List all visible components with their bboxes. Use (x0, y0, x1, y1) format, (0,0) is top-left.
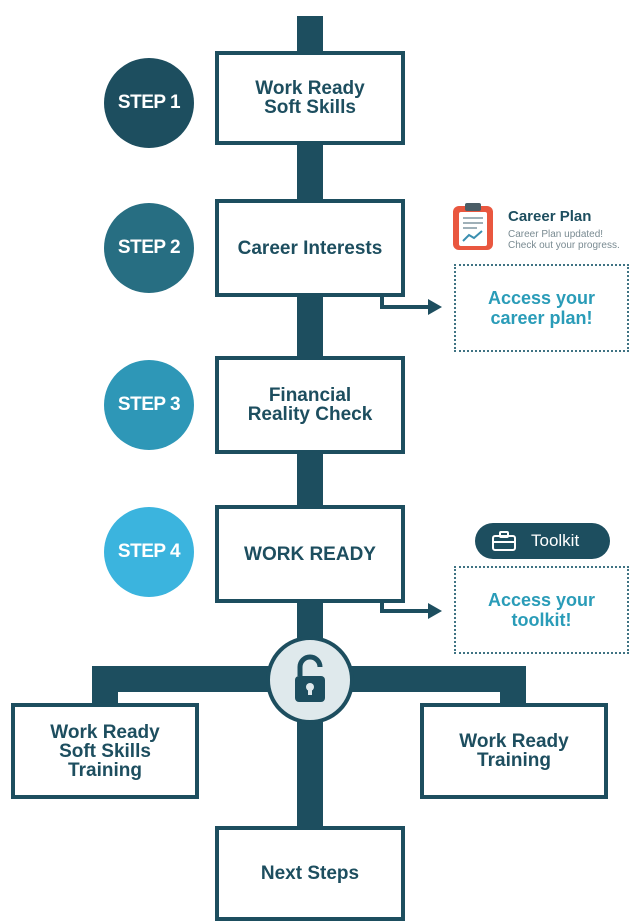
step-4-box: WORK READY (215, 505, 405, 603)
next-steps-box: Next Steps (215, 826, 405, 921)
step-1-box: Work Ready Soft Skills (215, 51, 405, 145)
step-2-box: Career Interests (215, 199, 405, 297)
career-plan-arrow (380, 294, 442, 315)
career-plan-link[interactable]: Access your career plan! (454, 264, 629, 352)
career-plan-subtitle: Career Plan updated! Check out your prog… (508, 229, 620, 251)
toolkit-label: Toolkit (531, 531, 580, 550)
unlock-circle (266, 636, 354, 724)
toolbox-icon (492, 531, 516, 551)
toolkit-arrow (380, 600, 442, 619)
toolkit-button[interactable]: Toolkit (475, 523, 610, 559)
career-plan-widget[interactable]: Career Plan Career Plan updated! Check o… (446, 198, 629, 256)
branch-left-box: Work Ready Soft Skills Training (11, 703, 199, 799)
unlocked-padlock-icon (295, 654, 325, 702)
step-4-badge: STEP 4 (104, 507, 194, 597)
career-plan-title: Career Plan (508, 208, 592, 225)
step-2-badge: STEP 2 (104, 203, 194, 293)
step-3-badge: STEP 3 (104, 360, 194, 450)
branch-left-drop (92, 666, 118, 706)
clipboard-chart-icon (453, 203, 493, 250)
main-vertical-connector (297, 16, 323, 921)
toolkit-link[interactable]: Access your toolkit! (454, 566, 629, 654)
branch-right-drop (500, 666, 526, 706)
step-1-badge: STEP 1 (104, 58, 194, 148)
branch-right-box: Work Ready Training (420, 703, 608, 799)
step-3-box: Financial Reality Check (215, 356, 405, 454)
